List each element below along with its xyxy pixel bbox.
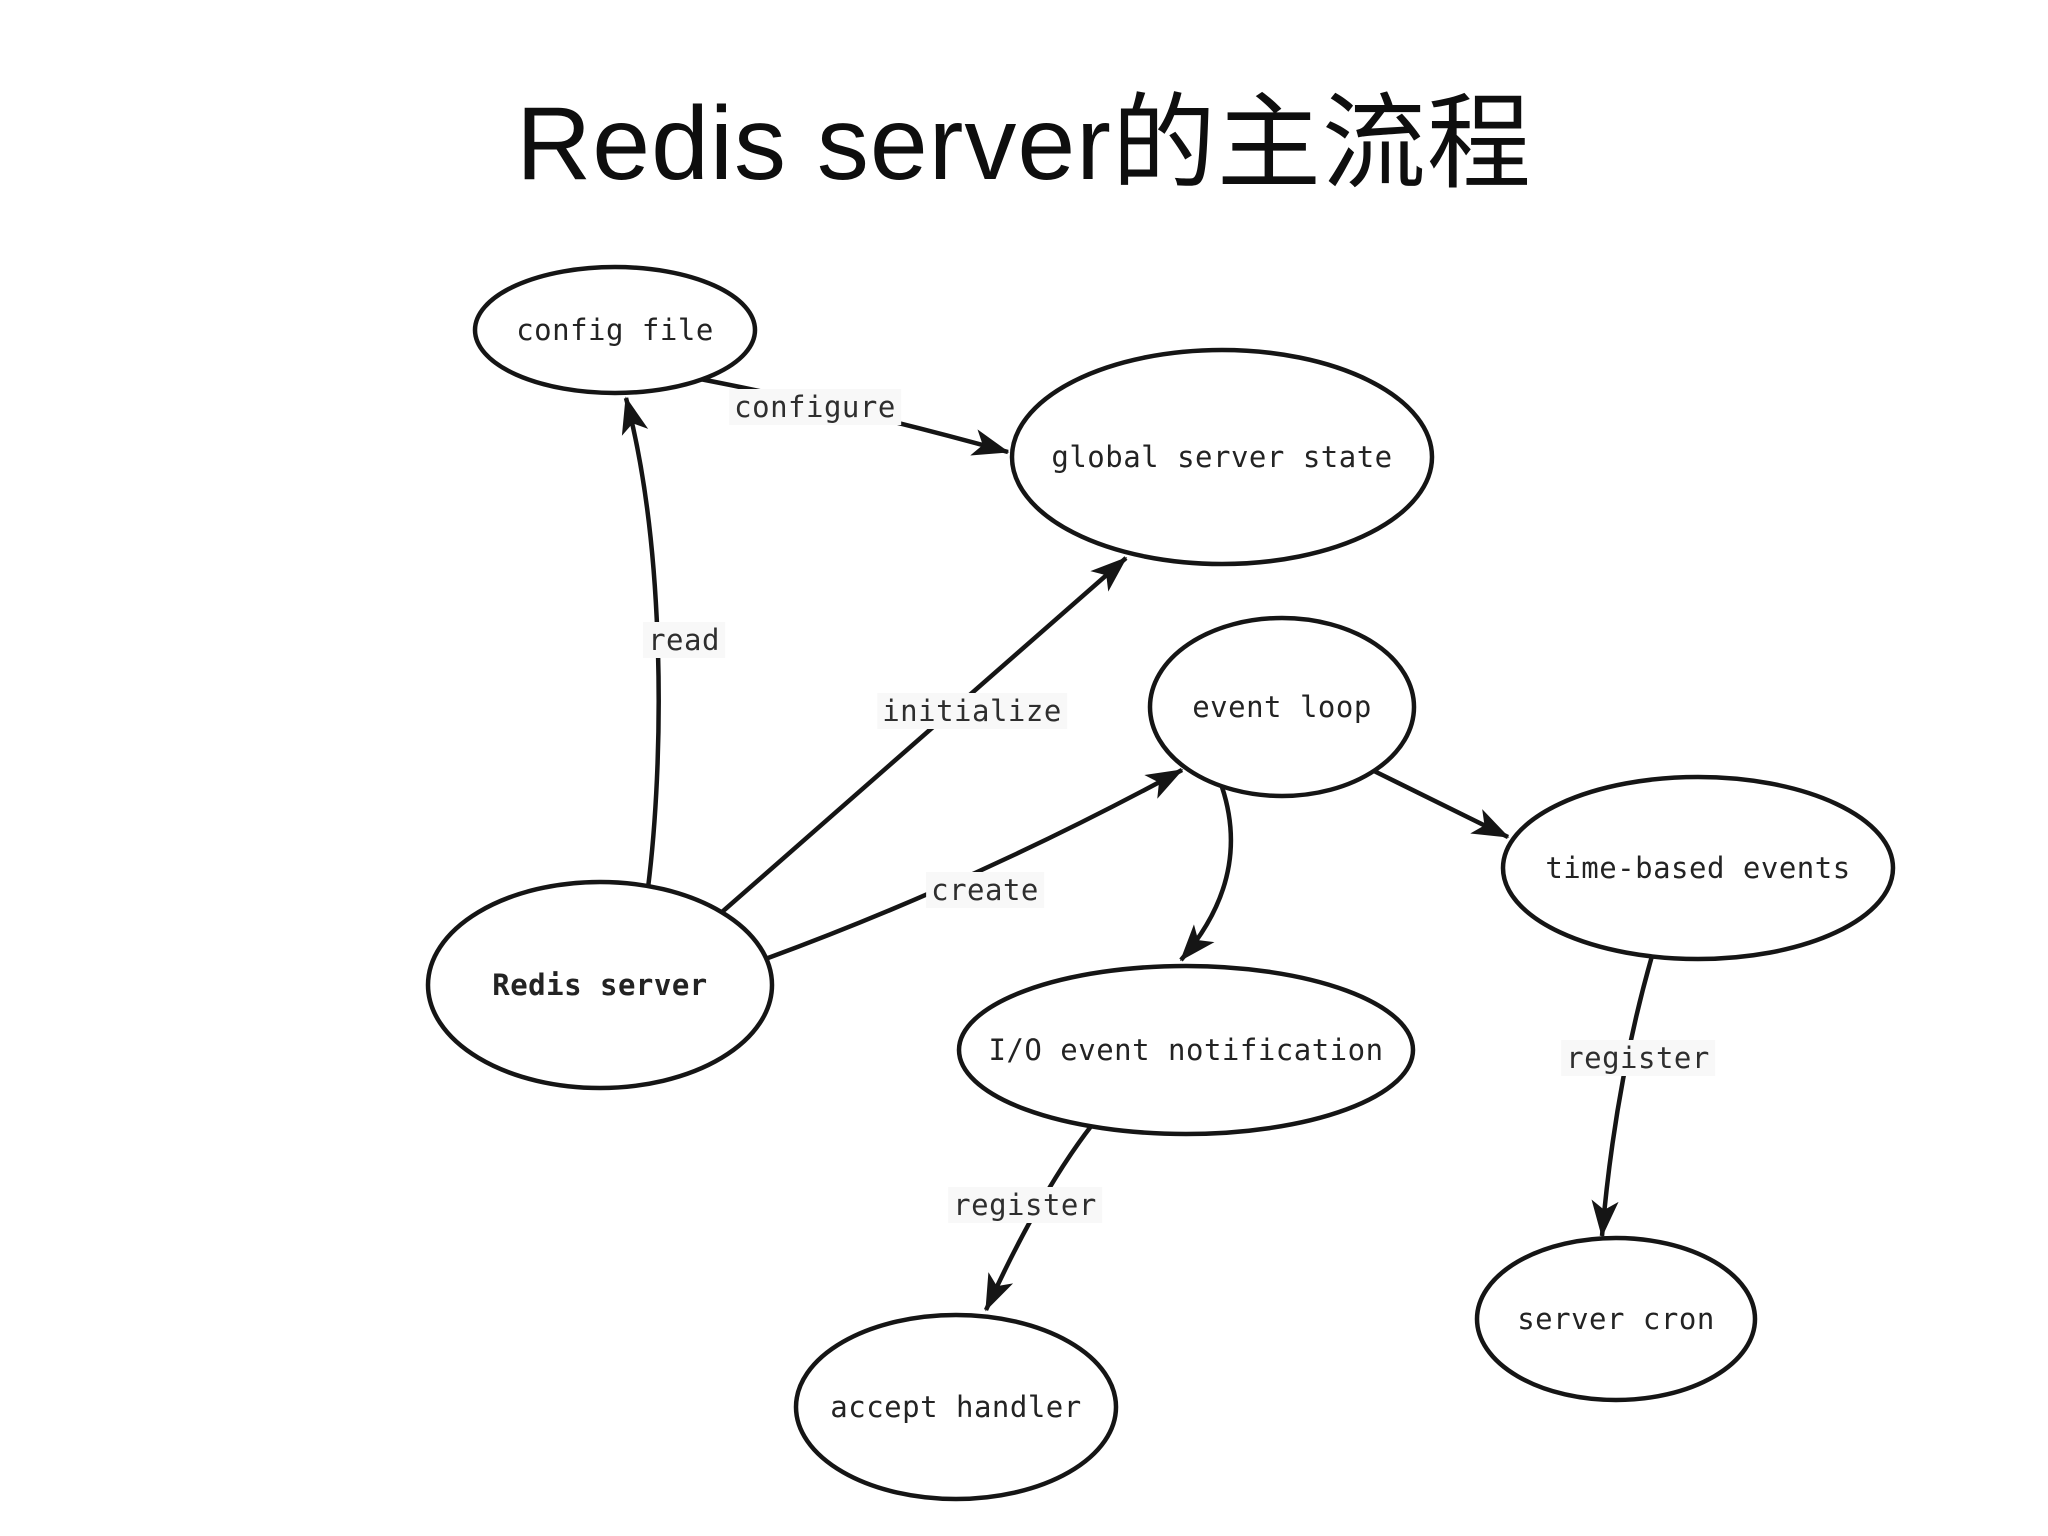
edge-eventloop-timebased (1371, 767, 1510, 840)
node-ellipse-accept-handler (793, 1312, 1119, 1502)
node-label-server-cron: server cron (1517, 1302, 1715, 1336)
node-ellipse-event-loop (1147, 615, 1417, 799)
node-label-io-event-notification: I/O event notification (988, 1033, 1384, 1067)
node-label-event-loop: event loop (1192, 690, 1372, 724)
node-ellipse-server-cron (1474, 1235, 1758, 1403)
node-ellipse-global-server-state (1009, 347, 1435, 567)
edge-initialize (720, 556, 1128, 914)
edge-label-read: read (643, 622, 725, 658)
node-ellipse-time-based-events (1500, 774, 1896, 962)
edge-register-cron (1591, 955, 1655, 1238)
edge-label-create: create (926, 872, 1044, 908)
edge-label-register-cron: register (1561, 1040, 1715, 1076)
node-label-time-based-events: time-based events (1545, 851, 1851, 885)
node-ellipse-config-file (472, 264, 758, 396)
edge-eventloop-ionotification (1179, 786, 1234, 962)
node-ellipse-redis-server (425, 879, 775, 1091)
edge-create (767, 768, 1184, 961)
edge-label-configure: configure (729, 389, 901, 425)
node-label-redis-server: Redis server (492, 968, 708, 1002)
slide-title: Redis server的主流程 (516, 86, 1532, 202)
node-label-config-file: config file (516, 313, 714, 347)
edge-label-initialize: initialize (877, 693, 1067, 729)
node-label-global-server-state: global server state (1051, 440, 1393, 474)
node-label-accept-handler: accept handler (830, 1390, 1082, 1424)
edge-label-register-accept: register (948, 1187, 1102, 1223)
node-ellipse-io-event-notification (956, 963, 1416, 1137)
